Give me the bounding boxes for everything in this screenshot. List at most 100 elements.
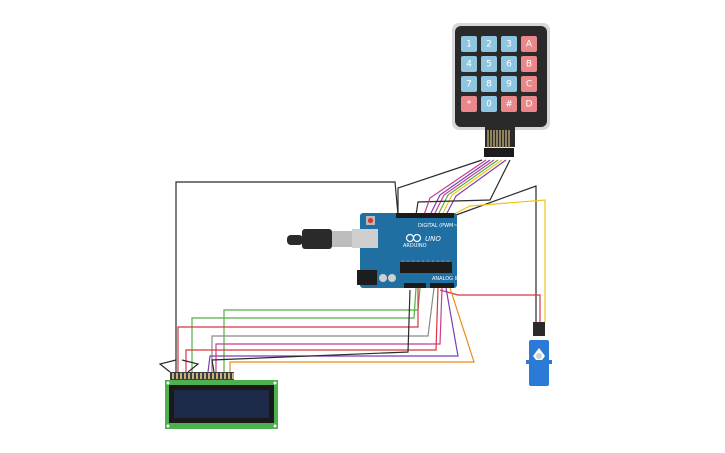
keypad-key-label: * <box>467 100 472 110</box>
wire-lcd-pink[interactable] <box>215 287 443 372</box>
keypad-header <box>484 148 514 157</box>
lcd-mount-holes <box>166 381 277 428</box>
keypad-key-label: 4 <box>466 60 472 70</box>
capacitor-1 <box>379 274 387 282</box>
servo-tab-top <box>526 360 552 364</box>
wire-lcd-green-2[interactable] <box>191 287 417 372</box>
keypad-key-0[interactable]: 0 <box>481 96 497 112</box>
wire-keypad-4[interactable] <box>441 159 503 216</box>
keypad-key-#[interactable]: # <box>501 96 517 112</box>
keypad-key-label: 6 <box>506 60 512 70</box>
capacitor-2 <box>388 274 396 282</box>
lcd-pins <box>172 373 234 379</box>
keypad-key-face[interactable] <box>461 76 477 92</box>
keypad-key-C[interactable]: C <box>521 76 537 92</box>
keypad-key-label: 8 <box>486 80 492 90</box>
keypad-key-3[interactable]: 3 <box>501 36 517 52</box>
keypad-key-face[interactable] <box>501 36 517 52</box>
analog-label: ANALOG IN <box>432 276 460 282</box>
chip-pins <box>402 260 449 262</box>
wire-lcd-grey[interactable] <box>211 287 435 372</box>
keypad-key-label: 2 <box>486 40 492 50</box>
keypad-key-face[interactable] <box>501 96 517 112</box>
arduino-logo-icon <box>405 233 422 243</box>
wire-lcd-black-4[interactable] <box>211 289 411 373</box>
keypad-key-face[interactable] <box>481 56 497 72</box>
atmega-chip <box>400 262 452 273</box>
keypad-key-face[interactable] <box>501 76 517 92</box>
keypad-key-5[interactable]: 5 <box>481 56 497 72</box>
keypad-key-B[interactable]: B <box>521 56 537 72</box>
keypad-key-label: # <box>505 100 513 110</box>
keypad-key-label: B <box>526 60 532 70</box>
keypad-key-D[interactable]: D <box>521 96 537 112</box>
wire-lcd-black-3[interactable] <box>181 359 200 373</box>
arduino-uno-board[interactable]: DIGITAL (PWM~) UNO ARDUINO ANALOG IN <box>287 213 460 288</box>
wire-keypad-7[interactable] <box>423 159 487 216</box>
keypad-key-face[interactable] <box>501 56 517 72</box>
wire-lcd-green-1[interactable] <box>223 287 421 372</box>
wires <box>158 159 546 373</box>
servo-connector <box>533 322 545 336</box>
wire-keypad-8[interactable] <box>397 159 483 215</box>
keypad-key-2[interactable]: 2 <box>481 36 497 52</box>
keypad-key-9[interactable]: 9 <box>501 76 517 92</box>
keypad-key-face[interactable] <box>481 76 497 92</box>
keypad-key-face[interactable] <box>521 96 537 112</box>
wire-lcd-red-1[interactable] <box>177 288 419 372</box>
wire-lcd-orange[interactable] <box>229 287 475 372</box>
keypad-key-*[interactable]: * <box>461 96 477 112</box>
keypad-key-face[interactable] <box>461 56 477 72</box>
keypad-key-face[interactable] <box>461 36 477 52</box>
digital-header-label: DIGITAL (PWM~) <box>418 223 460 229</box>
keypad-key-7[interactable]: 7 <box>461 76 477 92</box>
keypad-key-4[interactable]: 4 <box>461 56 477 72</box>
keypad-pins <box>487 130 510 148</box>
servo-shaft <box>536 353 542 359</box>
wire-black-lcd-gnd[interactable] <box>175 181 399 372</box>
wire-keypad-2[interactable] <box>433 159 495 216</box>
keypad-key-6[interactable]: 6 <box>501 56 517 72</box>
brand-label: ARDUINO <box>403 243 427 249</box>
usb-plug-body <box>302 229 332 249</box>
analog-header <box>430 283 454 288</box>
power-jack <box>357 270 377 285</box>
keypad-key-label: 1 <box>466 40 472 50</box>
wire-keypad-3[interactable] <box>437 159 499 216</box>
power-header <box>404 283 426 288</box>
wire-yellow-servo[interactable] <box>451 199 546 322</box>
keypad-key-face[interactable] <box>521 76 537 92</box>
keypad-key-face[interactable] <box>521 36 537 52</box>
wire-keypad-6[interactable] <box>415 159 511 216</box>
keypad-key-1[interactable]: 1 <box>461 36 477 52</box>
wire-lcd-black-2[interactable] <box>158 359 177 373</box>
keypad-key-face[interactable] <box>481 96 497 112</box>
keypad-key-A[interactable]: A <box>521 36 537 52</box>
wire-red-servo[interactable] <box>439 289 541 322</box>
wire-keypad-1[interactable] <box>429 159 491 216</box>
keypad-key-face[interactable] <box>481 36 497 52</box>
keypad-key-face[interactable] <box>521 56 537 72</box>
usb-plug-tip <box>287 235 303 245</box>
model-label: UNO <box>425 235 441 243</box>
keypad-key-label: 7 <box>466 80 472 90</box>
wire-keypad-5[interactable] <box>445 159 507 216</box>
keypad-key-8[interactable]: 8 <box>481 76 497 92</box>
micro-servo[interactable] <box>526 322 552 386</box>
keypad-key-label: A <box>526 40 533 50</box>
keypad-key-label: D <box>526 100 533 110</box>
keypad-key-face[interactable] <box>461 96 477 112</box>
lcd-screen <box>174 390 269 418</box>
keypad-key-label: 3 <box>506 40 512 50</box>
usb-plug-metal <box>332 231 352 247</box>
digital-header <box>396 213 454 218</box>
keypad-key-label: 9 <box>506 80 512 90</box>
keypad-key-label: 5 <box>486 60 492 70</box>
keypad-key-label: 0 <box>486 100 492 110</box>
wire-lcd-purple[interactable] <box>207 287 459 373</box>
lcd-16x2-display[interactable] <box>165 372 278 429</box>
reset-button-cap[interactable] <box>367 217 374 224</box>
